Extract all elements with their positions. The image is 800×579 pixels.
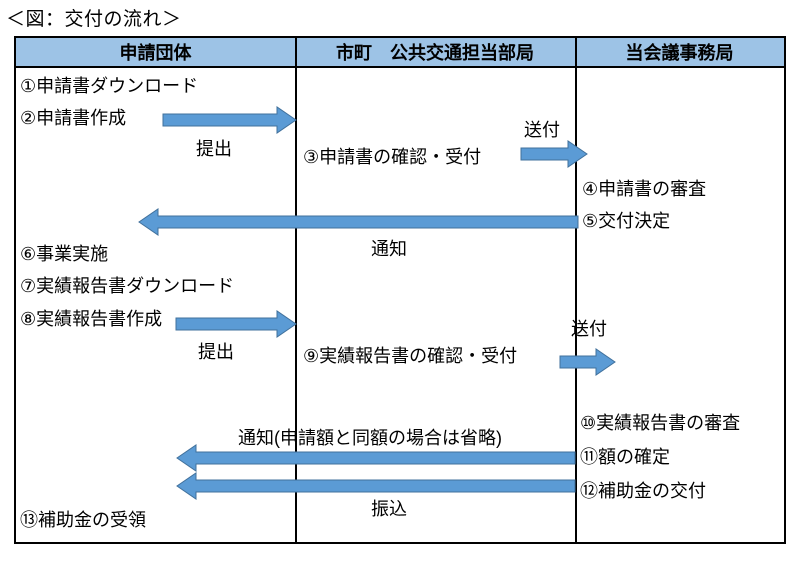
step-3-check-application: ③申請書の確認・受付 [303,147,482,167]
step-13-receive-subsidy: ⑬補助金の受領 [20,510,146,530]
submit-label-2: 提出 [198,342,234,362]
step-1-download-application: ①申請書ダウンロード [20,76,199,96]
transfer-label: 振込 [371,499,407,519]
notify-label-2: 通知(申請額と同額の場合は省略) [238,428,502,448]
transfer-arrow [176,472,576,500]
header-applicant: 申請団体 [119,43,192,63]
grant-notification-arrow [138,208,579,236]
flow-table: 申請団体 市町 公共交通担当部局 当会議事務局 ①申請書ダウンロード ②申請書作… [14,36,786,544]
step-5-grant-decision: ⑤交付決定 [582,211,671,231]
step-10-review-report: ⑩実績報告書の審査 [580,413,741,433]
step-6-implement-project: ⑥事業実施 [20,244,109,264]
step-7-download-report: ⑦実績報告書ダウンロード [20,276,235,296]
send-label-1: 送付 [524,120,560,140]
column-divider-1 [295,38,297,542]
amount-notification-arrow [176,444,576,472]
header-city-transport-dept: 市町 公共交通担当部局 [336,43,534,63]
submit-label-1: 提出 [196,139,232,159]
send-application-arrow [520,140,588,168]
header-row [16,38,784,68]
step-4-review-application: ④申請書の審査 [582,179,707,199]
submit-application-arrow [162,106,297,134]
submit-report-arrow [175,310,297,338]
notify-label-1: 通知 [371,239,407,259]
step-2-create-application: ②申請書作成 [20,108,127,128]
step-9-check-report: ⑨実績報告書の確認・受付 [303,346,518,366]
send-report-arrow [559,348,616,376]
column-divider-2 [575,38,577,542]
diagram-title: ＜図：交付の流れ＞ [6,9,182,30]
send-label-2: 送付 [571,319,607,339]
header-secretariat: 当会議事務局 [625,43,734,63]
step-8-create-report: ⑧実績報告書作成 [20,309,163,329]
step-11-fix-amount: ⑪額の確定 [580,447,670,467]
step-12-pay-subsidy: ⑫補助金の交付 [580,481,706,501]
